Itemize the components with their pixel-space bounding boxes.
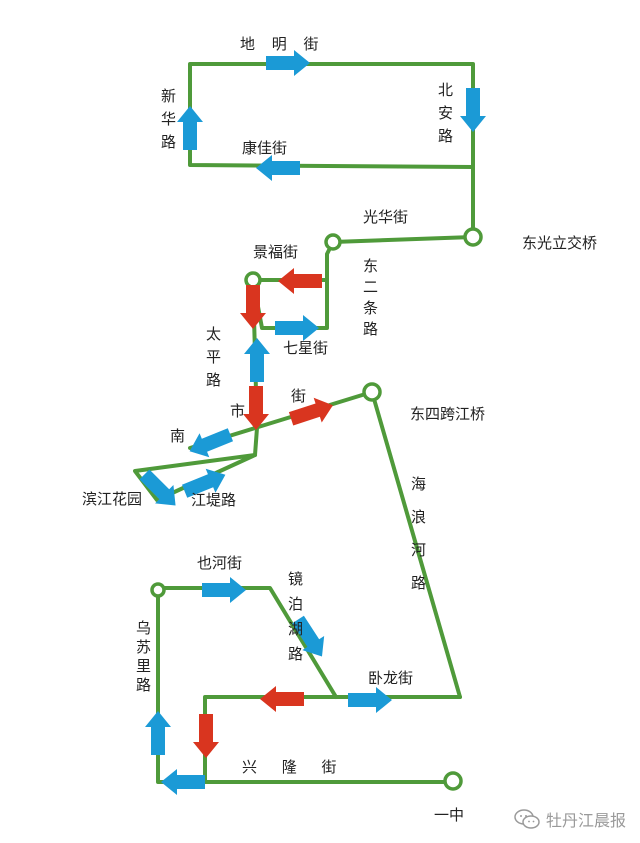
label-xinhua: 新华路: [159, 88, 177, 157]
label-wusuli: 乌苏里路: [134, 620, 152, 696]
node-dongguangli: [463, 227, 483, 247]
arrow-right-icon: [275, 315, 319, 341]
interchange-nodes: [150, 227, 483, 791]
arrow-down-icon: [193, 714, 219, 758]
label-hailang: 海浪河路: [409, 476, 427, 608]
arrow-up-icon: [177, 106, 203, 150]
label-kangjia: 康佳街: [242, 139, 288, 157]
arrow-up-icon: [145, 711, 171, 755]
label-beian: 北安路: [436, 82, 454, 151]
label-taiping: 太平路: [204, 326, 222, 395]
label-xinglong: 兴 隆 街: [242, 758, 347, 776]
label-dongsikuajiang: 东四跨江桥: [410, 405, 486, 423]
watermark: 牡丹江晨报: [514, 807, 626, 831]
node-dongsikuajiang: [362, 382, 382, 402]
wechat-icon: [514, 809, 540, 829]
label-nan: 南: [170, 427, 186, 445]
label-jingpohu: 镜泊湖路: [286, 571, 304, 671]
arrow-left-icon: [161, 769, 205, 795]
road-wusuli-loop: [156, 586, 338, 784]
label-qixing: 七星街: [283, 339, 329, 357]
arrow-left-icon: [260, 686, 304, 712]
label-yizhong: 一中: [434, 806, 465, 824]
node-jingfu: [244, 271, 262, 289]
road-hailang: [370, 390, 462, 699]
label-binjiang: 滨江花园: [82, 490, 143, 508]
label-jingfu: 景福街: [253, 243, 299, 261]
label-dongguangli: 东光立交桥: [522, 234, 598, 252]
label-dongertiao: 东二条路: [361, 258, 379, 342]
node-yehe-west: [150, 582, 166, 598]
road-network: [133, 62, 475, 784]
arrow-right-icon: [348, 687, 392, 713]
label-diming: 地 明 街: [240, 35, 325, 53]
label-guanghua: 光华街: [363, 208, 409, 226]
arrow-right-icon: [202, 577, 246, 603]
label-wolong: 卧龙街: [368, 669, 414, 687]
label-shi: 市: [230, 402, 246, 420]
watermark-text: 牡丹江晨报: [545, 811, 626, 830]
label-jiangdi: 江堤路: [191, 491, 237, 509]
arrow-right-icon: [266, 50, 310, 76]
label-yehe: 也河街: [197, 554, 243, 572]
road-north-loop: [188, 62, 475, 239]
node-yizhong: [443, 771, 463, 791]
node-guanghua: [324, 233, 342, 251]
road-guanghua: [251, 235, 475, 330]
arrow-left-icon: [278, 268, 322, 294]
arrow-down-icon: [460, 88, 486, 132]
label-jie: 街: [291, 387, 307, 405]
arrow-left-icon: [256, 155, 300, 181]
arrow-up-icon: [244, 338, 270, 382]
